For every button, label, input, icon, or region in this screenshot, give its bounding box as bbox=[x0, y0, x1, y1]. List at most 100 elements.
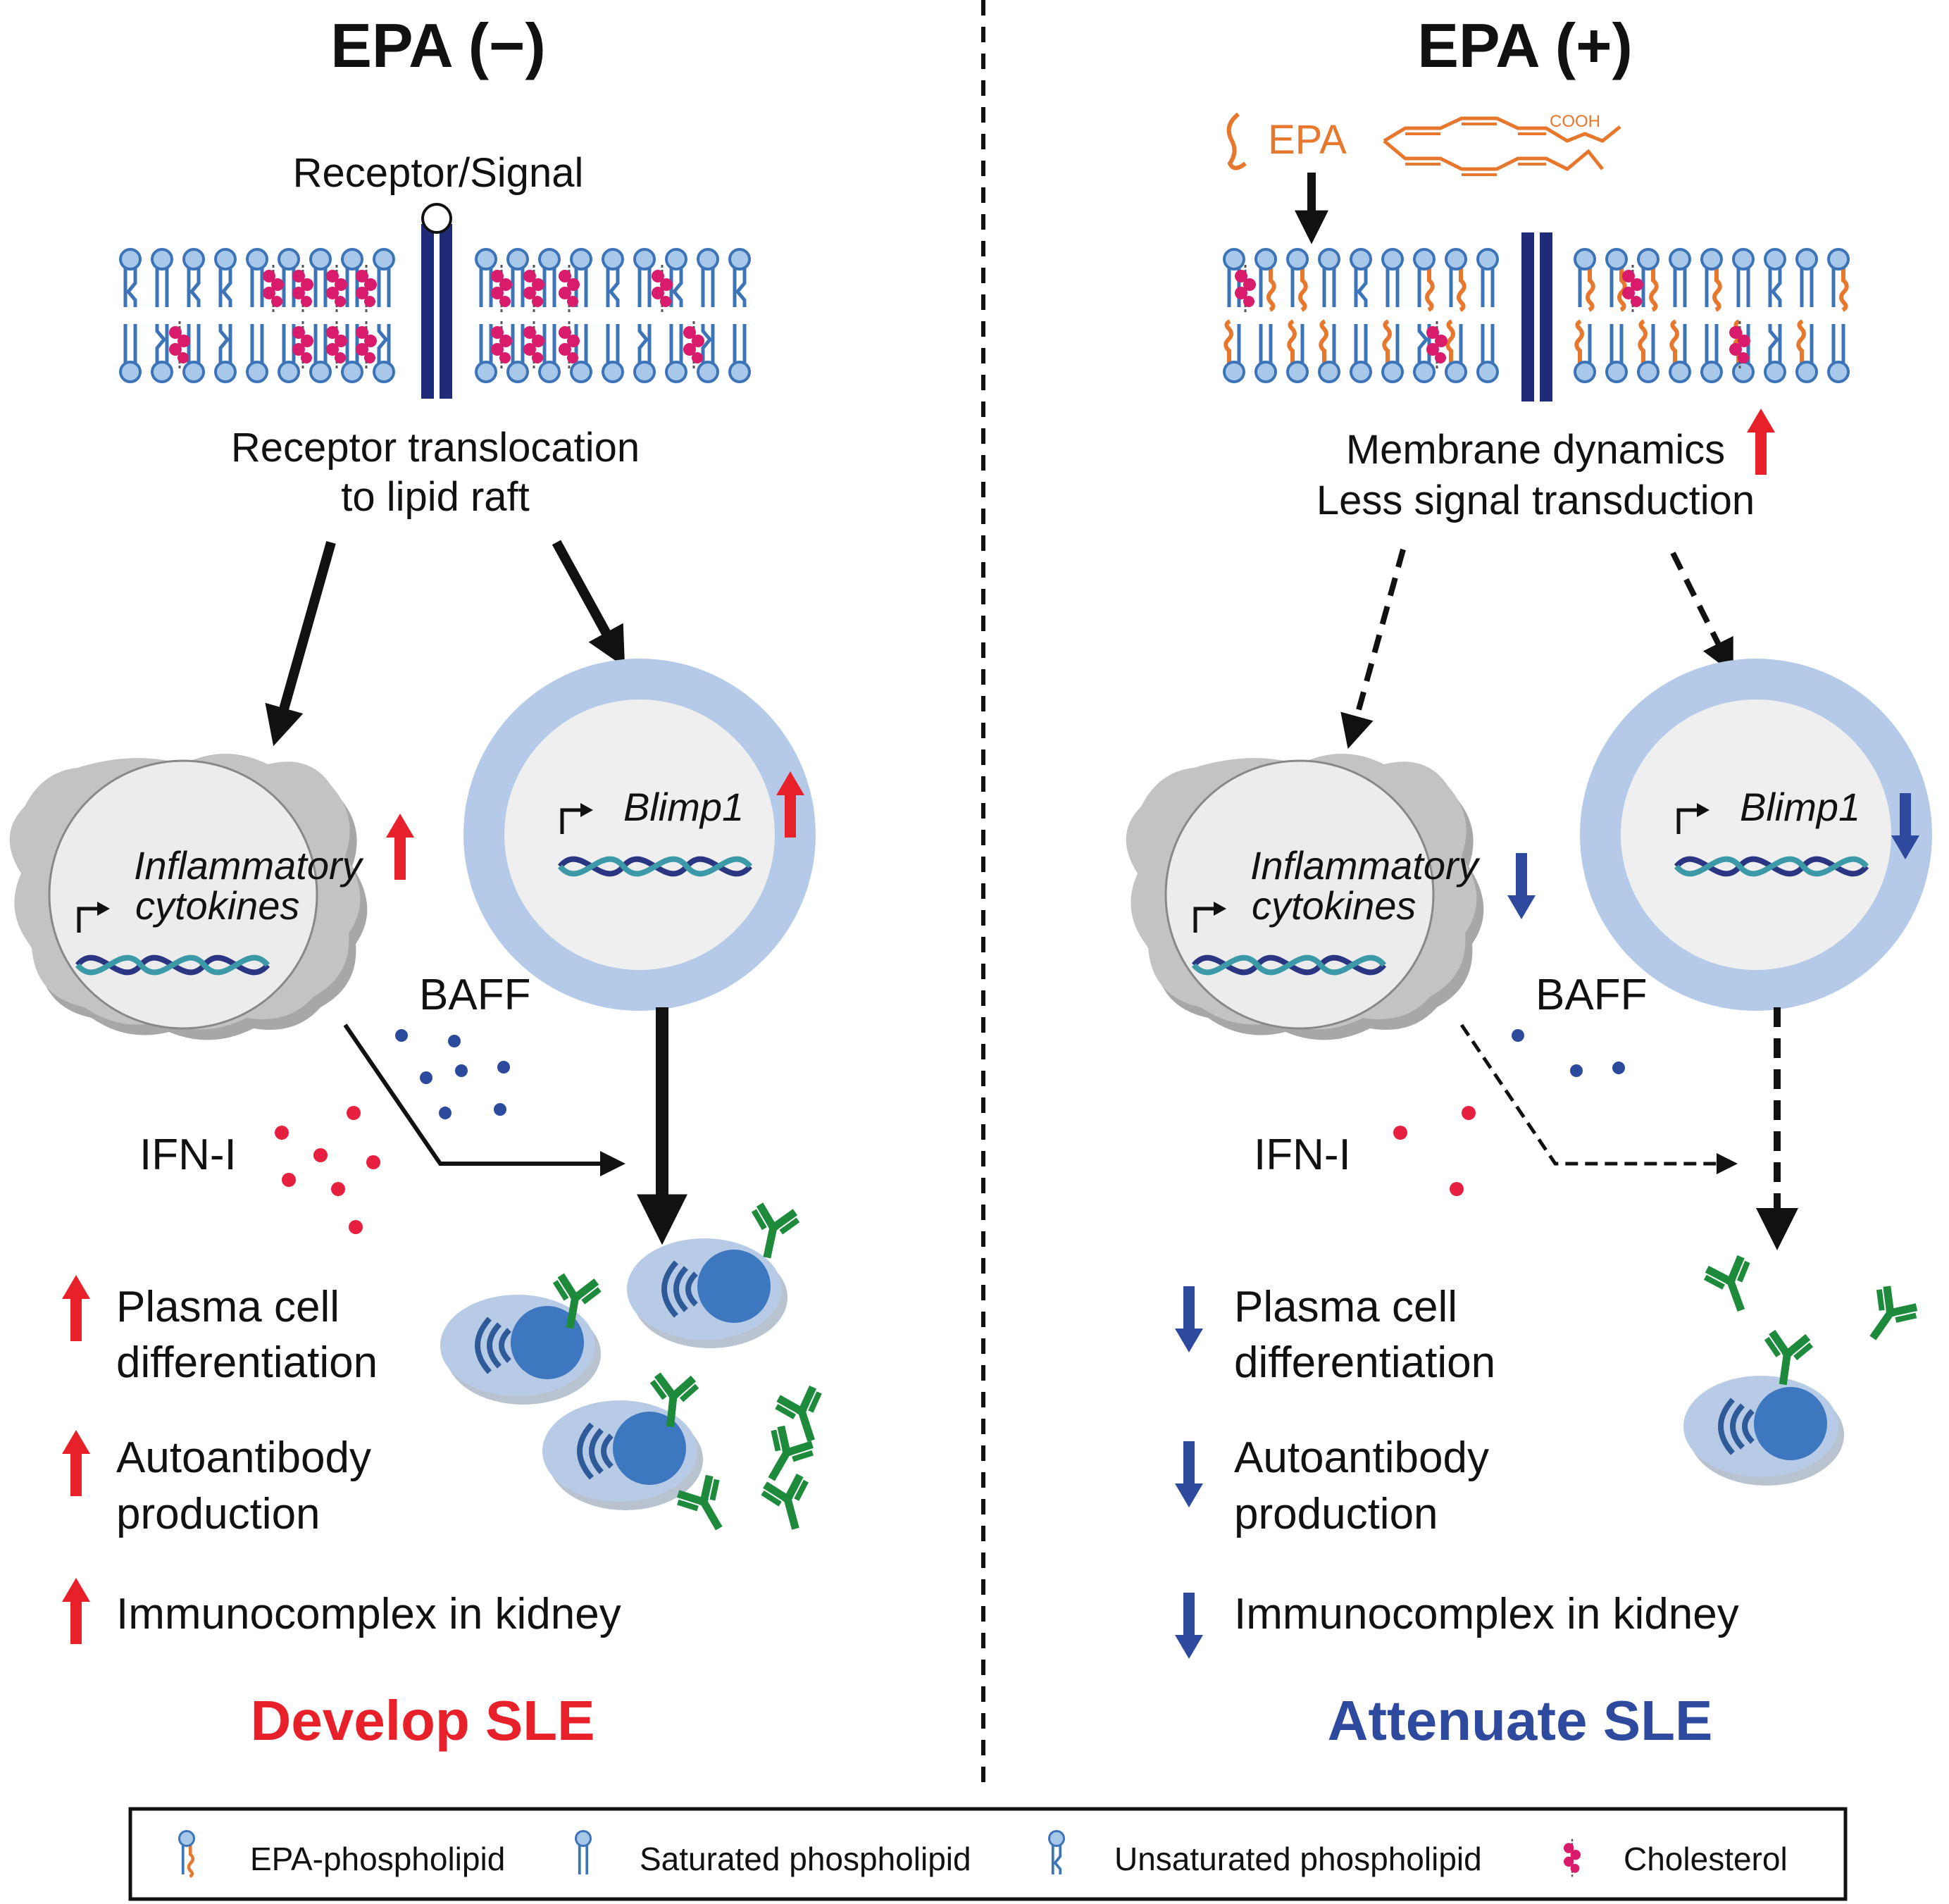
phospholipid-inner bbox=[1638, 321, 1658, 382]
left-outcome: Develop SLE bbox=[250, 1689, 594, 1752]
dashed-arrow-to-b-cell bbox=[1670, 552, 1733, 674]
left-baff-label: BAFF bbox=[419, 971, 530, 1019]
left-effect-1-line-2: differentiation bbox=[116, 1338, 378, 1387]
phospholipid-outer bbox=[1797, 249, 1817, 307]
right-title: EPA (+) bbox=[1417, 11, 1633, 80]
membrane-dynamics-up-arrow-icon bbox=[1747, 409, 1775, 475]
left-cytokine-label-1: Inflammatory bbox=[134, 843, 364, 888]
phospholipid-outer bbox=[1670, 249, 1690, 307]
legend-unsaturated-phospholipid: Unsaturated phospholipid bbox=[1114, 1841, 1482, 1877]
right-membrane-caption-2: Less signal transduction bbox=[1316, 478, 1755, 523]
receptor-icon bbox=[1521, 232, 1534, 402]
phospholipid-inner bbox=[540, 324, 559, 382]
phospholipid-outer bbox=[1478, 249, 1497, 307]
right-outcome: Attenuate SLE bbox=[1328, 1689, 1713, 1752]
right-signal-path bbox=[1459, 1023, 1738, 1174]
phospholipid-inner bbox=[120, 324, 140, 382]
legend: EPA-phospholipid Saturated phospholipid … bbox=[128, 1807, 1848, 1901]
phospholipid-inner bbox=[1446, 321, 1466, 382]
left-title: EPA (−) bbox=[330, 11, 546, 80]
left-membrane-caption-1: Receptor translocation bbox=[231, 425, 640, 471]
down-arrow-icon bbox=[1175, 1593, 1203, 1659]
cholesterol-molecule bbox=[325, 320, 349, 371]
phospholipid-inner bbox=[1319, 321, 1339, 382]
down-arrow-icon bbox=[1175, 1441, 1203, 1507]
phospholipid-outer bbox=[1765, 249, 1785, 307]
arrow-to-b-cell bbox=[552, 540, 625, 668]
left-membrane-caption-2: to lipid raft bbox=[341, 474, 530, 520]
right-antibodies bbox=[1704, 1258, 1919, 1384]
cholesterol-molecule bbox=[325, 263, 349, 314]
phospholipid-outer bbox=[152, 249, 172, 307]
phospholipid-inner bbox=[247, 324, 267, 382]
phospholipid-inner bbox=[730, 324, 749, 382]
left-baff-dots bbox=[395, 1029, 510, 1119]
phospholipid-inner bbox=[1351, 324, 1371, 382]
phospholipid-outer bbox=[1414, 249, 1434, 310]
left-cytokine-label-2: cytokines bbox=[135, 883, 299, 928]
phospholipid-inner bbox=[698, 324, 718, 382]
phospholipid-outer bbox=[1256, 249, 1276, 310]
phospholipid-outer bbox=[1351, 249, 1371, 307]
legend-cholesterol: Cholesterol bbox=[1624, 1841, 1788, 1877]
phospholipid-outer bbox=[1575, 249, 1595, 310]
phospholipid-outer bbox=[540, 249, 559, 307]
right-ifn-label: IFN-I bbox=[1254, 1131, 1351, 1179]
up-arrow-icon bbox=[62, 1430, 90, 1496]
phospholipid-inner bbox=[1829, 324, 1848, 382]
phospholipid-inner bbox=[1797, 321, 1817, 382]
cytokine-down-arrow-icon bbox=[1507, 853, 1536, 919]
receptor-label: Receptor/Signal bbox=[293, 150, 584, 196]
phospholipid-outer bbox=[1446, 249, 1466, 310]
epa-molecule: EPA COOH bbox=[1226, 112, 1621, 176]
phospholipid-inner bbox=[666, 324, 686, 382]
phospholipid-inner bbox=[1575, 321, 1595, 382]
up-arrow-icon bbox=[62, 1275, 90, 1341]
left-blimp-label: Blimp1 bbox=[623, 785, 744, 829]
cholesterol-molecule bbox=[261, 263, 285, 314]
right-baff-label: BAFF bbox=[1536, 971, 1647, 1019]
receptor-icon bbox=[421, 224, 434, 399]
left-membrane bbox=[120, 203, 749, 399]
left-ifn-label: IFN-I bbox=[139, 1131, 237, 1179]
down-arrow-icon bbox=[1175, 1286, 1203, 1352]
phospholipid-outer bbox=[216, 249, 235, 307]
phospholipid-outer bbox=[1733, 249, 1753, 307]
left-effect-2-line-2: production bbox=[116, 1490, 320, 1538]
left-signal-path bbox=[343, 1023, 625, 1176]
phospholipid-outer bbox=[1383, 249, 1402, 307]
cytokine-up-arrow-icon bbox=[386, 814, 414, 880]
left-plasma-cells bbox=[440, 1238, 787, 1510]
right-effect-2-line-2: production bbox=[1234, 1490, 1438, 1538]
right-blimp-label: Blimp1 bbox=[1740, 785, 1860, 829]
phospholipid-inner bbox=[152, 324, 172, 382]
dashed-arrow-to-macrophage bbox=[1340, 548, 1406, 749]
phospholipid-outer bbox=[120, 249, 140, 307]
phospholipid-outer bbox=[374, 249, 394, 307]
phospholipid-outer bbox=[603, 249, 623, 307]
right-membrane-caption-1: Membrane dynamics bbox=[1346, 427, 1725, 473]
left-ifn-dots bbox=[275, 1106, 380, 1234]
right-plasma-cell bbox=[1683, 1376, 1844, 1486]
phospholipid-inner bbox=[1478, 324, 1497, 382]
right-effect-2-line-1: Autoantibody bbox=[1234, 1433, 1489, 1482]
right-panel: EPA (+) EPA COOH Membrane dynamics Less … bbox=[1126, 11, 1932, 1752]
left-b-cell: Blimp1 bbox=[463, 659, 816, 1011]
right-effect-3-line-1: Immunocomplex in kidney bbox=[1234, 1590, 1739, 1638]
up-arrow-icon bbox=[62, 1578, 90, 1644]
phospholipid-outer bbox=[1702, 249, 1721, 310]
left-effect-3-line-1: Immunocomplex in kidney bbox=[116, 1590, 621, 1638]
epa-label: EPA bbox=[1268, 117, 1347, 163]
cholesterol-molecule bbox=[522, 320, 546, 371]
left-effects: Plasma cell differentiation Autoantibody… bbox=[62, 1275, 621, 1644]
phospholipid-inner bbox=[216, 324, 235, 382]
phospholipid-inner bbox=[184, 324, 204, 382]
macrophage: Inflammatory cytokines bbox=[9, 754, 414, 1040]
phospholipid-inner bbox=[374, 324, 394, 382]
phospholipid-outer bbox=[635, 249, 654, 307]
epa-icon bbox=[1226, 112, 1247, 170]
cholesterol-molecule bbox=[490, 263, 513, 314]
phospholipid-inner bbox=[1670, 321, 1690, 382]
legend-saturated-phospholipid: Saturated phospholipid bbox=[640, 1841, 971, 1877]
arrow-to-macrophage bbox=[265, 541, 336, 747]
